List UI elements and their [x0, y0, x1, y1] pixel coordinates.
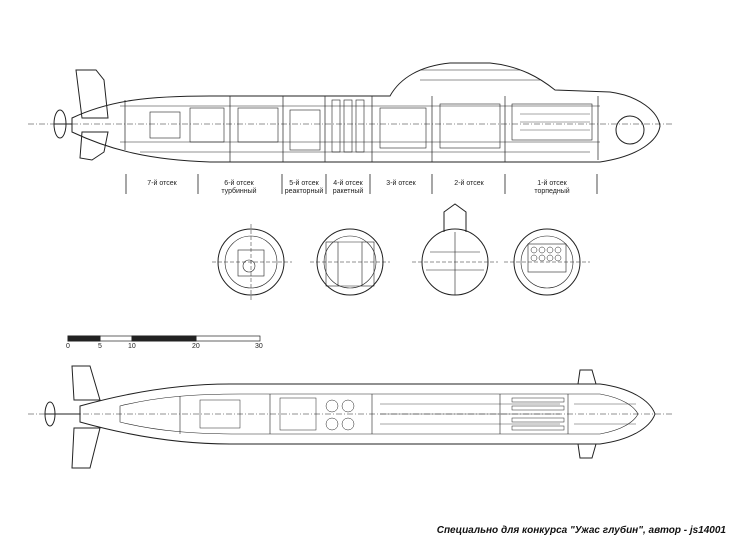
cross-section-turbine: [212, 224, 292, 300]
cross-section-sail: [412, 203, 498, 296]
side-profile-view: [28, 62, 672, 163]
compartment-label-7: 7-й отсек: [147, 180, 177, 187]
scale-tick-label: 20: [192, 343, 200, 350]
scale-tick-label: 10: [128, 343, 136, 350]
cross-section-reactor: [310, 228, 390, 296]
credit-caption: Специально для конкурса "Ужас глубин", а…: [436, 525, 726, 536]
scale-tick-label: 0: [66, 343, 70, 350]
cross-section-torpedo: [504, 228, 590, 296]
top-view: [28, 365, 672, 469]
compartment-label-2: 2-й отсек: [454, 180, 484, 187]
scale-bar: [67, 335, 261, 342]
compartment-dividers: [125, 174, 598, 194]
compartment-label-3: 3-й отсек: [386, 180, 416, 187]
scale-tick-label: 5: [98, 343, 102, 350]
scale-tick-label: 30: [255, 343, 263, 350]
